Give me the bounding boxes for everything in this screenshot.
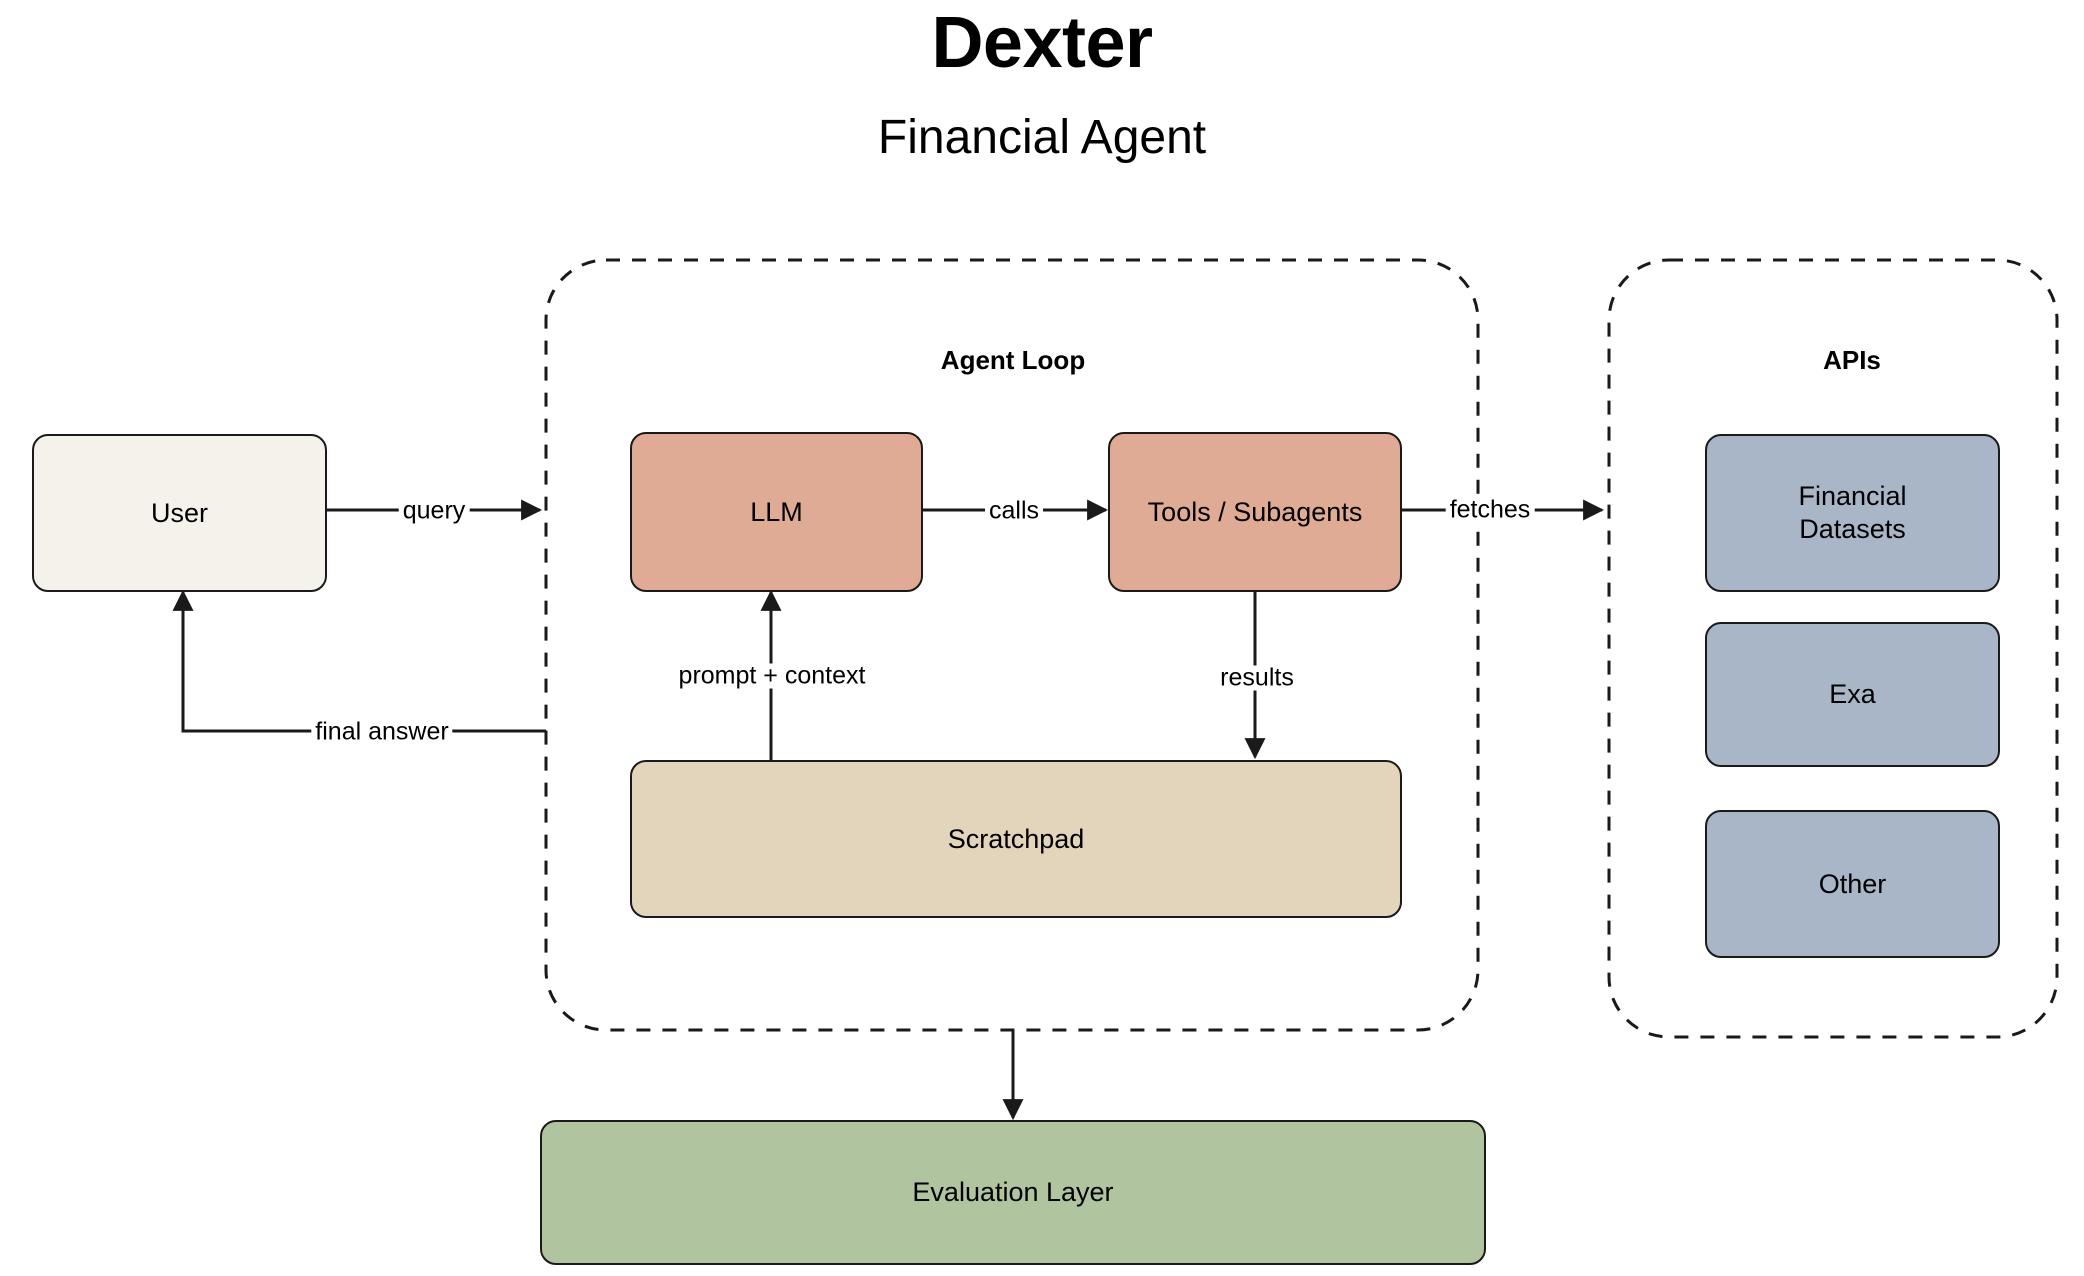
apis-container [1607, 258, 2059, 1039]
edge-label-fetches: fetches [1445, 497, 1535, 523]
node-evaluation-layer[interactable]: Evaluation Layer [540, 1120, 1486, 1265]
node-financial-datasets[interactable]: Financial Datasets [1705, 434, 2000, 592]
page-subtitle: Financial Agent [877, 111, 1207, 164]
financial-datasets-line-1: Financial [1798, 481, 1907, 512]
node-user[interactable]: User [32, 434, 327, 592]
edge-label-calls: calls [984, 498, 1044, 524]
node-other[interactable]: Other [1705, 810, 2000, 958]
page-title: Dexter [931, 3, 1153, 83]
edge-label-query: query [398, 498, 470, 524]
node-scratchpad[interactable]: Scratchpad [630, 760, 1402, 918]
edge-label-final-answer: final answer [311, 719, 453, 745]
node-llm[interactable]: LLM [630, 432, 923, 592]
edge-label-results: results [1216, 665, 1298, 691]
edge-label-prompt-context: prompt + context [674, 663, 870, 689]
edge-loop-to-user [172, 589, 546, 733]
agent-loop-label: Agent Loop [940, 345, 1086, 375]
node-exa[interactable]: Exa [1705, 622, 2000, 767]
node-tools-subagents[interactable]: Tools / Subagents [1108, 432, 1402, 592]
financial-datasets-line-2: Datasets [1799, 514, 1906, 544]
apis-label: APIs [1823, 345, 1881, 375]
